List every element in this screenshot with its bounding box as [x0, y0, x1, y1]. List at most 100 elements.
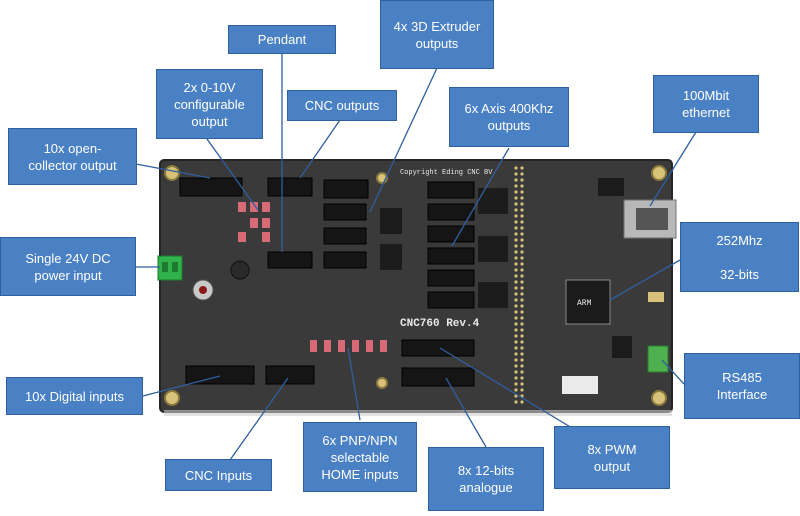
via — [520, 358, 524, 362]
via — [514, 370, 518, 374]
via — [520, 286, 524, 290]
via — [520, 190, 524, 194]
callout-axis: 6x Axis 400Khz outputs — [449, 87, 569, 147]
via — [514, 340, 518, 344]
axis-connectors — [427, 181, 475, 309]
leader-line — [609, 259, 681, 301]
via — [520, 388, 524, 392]
connector-pendant — [267, 251, 313, 269]
via — [520, 208, 524, 212]
via — [514, 202, 518, 206]
leader-line — [649, 131, 697, 207]
via — [514, 310, 518, 314]
via — [514, 400, 518, 404]
connector-extruder — [323, 227, 367, 245]
via — [514, 262, 518, 266]
axis-connector — [427, 247, 475, 265]
via — [520, 346, 524, 350]
via — [514, 190, 518, 194]
jumper — [238, 232, 246, 242]
via — [520, 244, 524, 248]
jumper — [324, 340, 331, 352]
via — [514, 220, 518, 224]
via — [514, 244, 518, 248]
callout-zero-ten-v: 2x 0-10V configurable output — [156, 69, 263, 139]
axis-connector — [427, 181, 475, 199]
jumper — [338, 340, 345, 352]
via — [520, 322, 524, 326]
bottom-connectors — [185, 339, 475, 387]
via — [514, 172, 518, 176]
via — [514, 382, 518, 386]
jumpers — [238, 202, 387, 352]
mounting-hole — [164, 165, 180, 181]
leader-line — [347, 347, 361, 421]
via — [520, 310, 524, 314]
driver-ic — [478, 282, 508, 308]
via — [520, 178, 524, 182]
via — [520, 400, 524, 404]
callout-cnc-inputs: CNC Inputs — [165, 459, 272, 491]
power-terminal — [157, 255, 183, 281]
via — [520, 352, 524, 356]
via — [520, 262, 524, 266]
callout-power: Single 24V DC power input — [0, 237, 136, 296]
axis-connector — [427, 291, 475, 309]
via — [514, 292, 518, 296]
callout-cnc-outputs: CNC outputs — [287, 90, 397, 121]
jumper — [250, 202, 258, 212]
jumper — [352, 340, 359, 352]
callout-ethernet: 100Mbit ethernet — [653, 75, 759, 133]
via — [520, 166, 524, 170]
connector-cnc-out-2 — [323, 179, 369, 199]
via — [520, 334, 524, 338]
driver-ic — [380, 208, 402, 234]
via — [514, 388, 518, 392]
via — [520, 292, 524, 296]
via — [520, 226, 524, 230]
via — [514, 214, 518, 218]
leader-line — [299, 119, 341, 179]
via — [514, 274, 518, 278]
power-terminal-screw — [172, 262, 178, 272]
capacitor-vent — [199, 286, 207, 294]
via — [520, 316, 524, 320]
leader-line — [445, 377, 487, 448]
label-sticker — [562, 376, 598, 394]
small-ic — [612, 336, 632, 358]
inductor — [230, 260, 250, 280]
leader-lines — [135, 52, 697, 461]
via — [514, 358, 518, 362]
callout-pendant: Pendant — [228, 25, 336, 54]
via — [514, 166, 518, 170]
via — [520, 376, 524, 380]
ethernet-jack-port — [636, 208, 668, 230]
driver-ic — [478, 236, 508, 262]
via — [514, 304, 518, 308]
leader-line — [142, 375, 221, 397]
mounting-hole — [651, 390, 667, 406]
top-connectors — [179, 177, 369, 269]
callout-home-inputs: 6x PNP/NPN selectable HOME inputs — [303, 422, 417, 492]
via — [514, 346, 518, 350]
via — [520, 328, 524, 332]
jumper — [366, 340, 373, 352]
connector-open-collector — [179, 177, 243, 197]
via — [520, 340, 524, 344]
jumper — [262, 232, 270, 242]
connector-extruder — [323, 251, 367, 269]
board-copyright: Copyright Eding CNC BV — [400, 169, 493, 177]
callout-rs485: RS485 Interface — [684, 353, 800, 419]
jumper — [262, 218, 270, 228]
axis-connector — [427, 203, 475, 221]
via — [514, 298, 518, 302]
rs485-terminal — [647, 345, 669, 373]
callout-extruder: 4x 3D Extruder outputs — [380, 0, 494, 69]
mounting-hole — [651, 165, 667, 181]
via — [514, 184, 518, 188]
via — [520, 364, 524, 368]
driver-ic — [478, 188, 508, 214]
via — [514, 334, 518, 338]
